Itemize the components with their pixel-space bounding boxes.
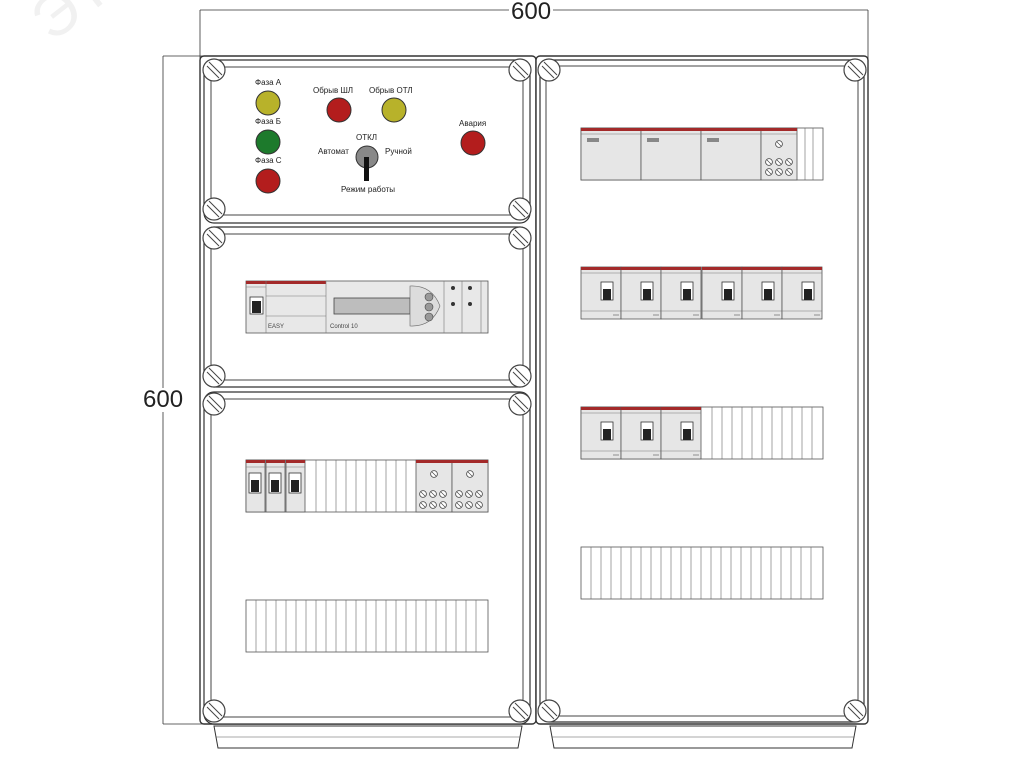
label-phase-a: Фаза А bbox=[255, 78, 282, 87]
lamp-obryv-otl bbox=[381, 97, 407, 123]
device-controller-label: Control 10 bbox=[330, 324, 358, 330]
left-breaker-row bbox=[245, 459, 489, 513]
label-obryv-shl: Обрыв ШЛ bbox=[313, 86, 353, 95]
label-selector-right: Ручной bbox=[385, 147, 412, 156]
device-model-label: EASY bbox=[268, 324, 284, 330]
lamp-phase-a bbox=[255, 90, 281, 116]
lamp-phase-b bbox=[255, 129, 281, 155]
left-empty-rail bbox=[245, 599, 489, 653]
label-phase-c: Фаза С bbox=[255, 156, 282, 165]
control-panel: Фаза А Фаза Б Фаза С Обрыв ШЛ Обрыв ОТЛ … bbox=[255, 78, 486, 194]
width-dimension-label: 600 bbox=[509, 0, 554, 25]
lamp-alarm bbox=[460, 130, 486, 156]
label-obryv-otl: Обрыв ОТЛ bbox=[369, 86, 413, 95]
height-dimension-label: 600 bbox=[141, 386, 186, 413]
right-row-3 bbox=[580, 406, 824, 460]
right-row-4 bbox=[580, 546, 824, 600]
controller-device: EASY Control 10 bbox=[245, 280, 489, 334]
lamp-obryv-shl bbox=[326, 97, 352, 123]
label-phase-b: Фаза Б bbox=[255, 117, 281, 126]
mode-selector-handle bbox=[364, 157, 369, 181]
lamp-phase-c bbox=[255, 168, 281, 194]
label-alarm: Авария bbox=[459, 119, 486, 128]
controller-display bbox=[333, 297, 411, 315]
label-selector-top: ОТКЛ bbox=[356, 133, 377, 142]
right-row-1 bbox=[580, 127, 824, 181]
label-selector-left: Автомат bbox=[318, 147, 349, 156]
label-selector-bottom: Режим работы bbox=[341, 185, 395, 194]
